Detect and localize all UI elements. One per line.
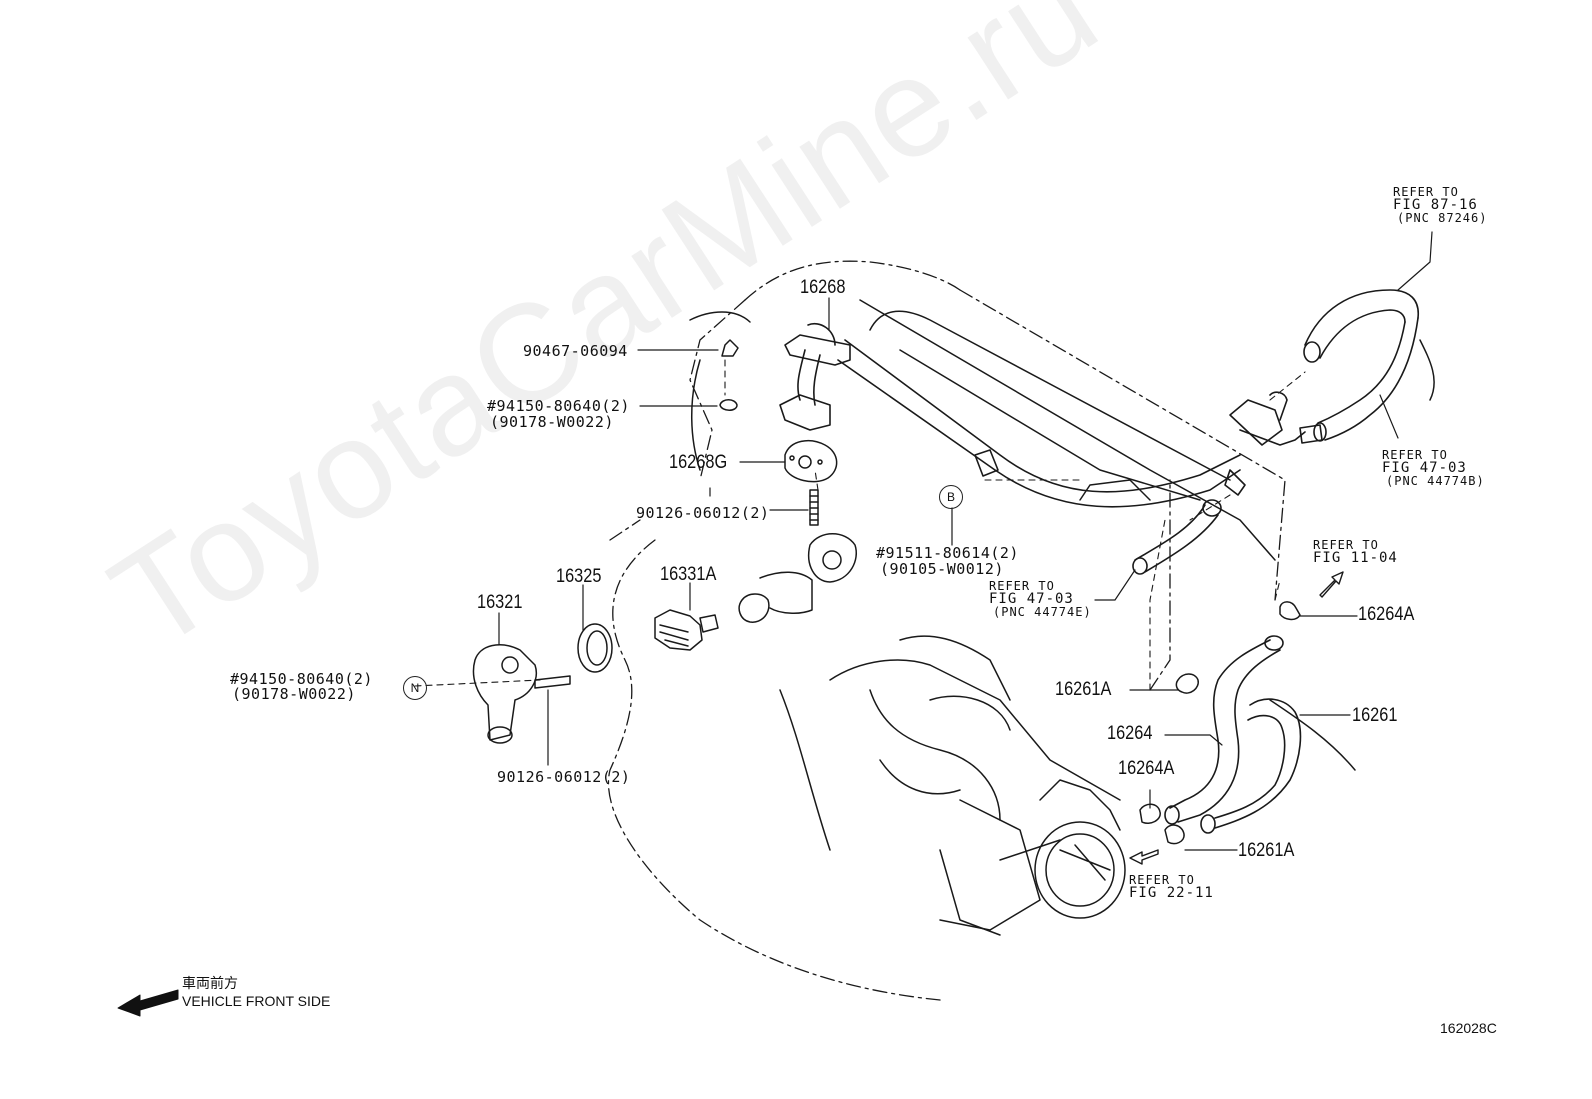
direction-arrows xyxy=(1129,571,1344,865)
label-16264A-top: 16264A xyxy=(1358,604,1415,625)
refer-line2: FIG 47-03 xyxy=(1382,460,1467,476)
refer-line2: FIG 11-04 xyxy=(1313,550,1398,566)
gasket-16268G xyxy=(719,339,838,526)
refer-line1: REFER TO xyxy=(1129,873,1195,887)
refer-line1: REFER TO xyxy=(1313,538,1379,552)
dashed-guides xyxy=(414,359,1306,691)
label-90105-w0012: (90105-W0012) xyxy=(880,560,1004,578)
vehicle-front-arrow xyxy=(117,989,179,1017)
refer-line3: (PNC 44774B) xyxy=(1386,474,1485,488)
label-90126-06012-top: 90126-06012(2) xyxy=(636,504,770,522)
refer-line1: REFER TO xyxy=(1393,185,1459,199)
refer-fig-47-03-e: REFER TO FIG 47-03 (PNC 44774E) xyxy=(989,580,1092,619)
label-90178-w0022-top: (90178-W0022) xyxy=(490,413,614,431)
hose-clamps xyxy=(1139,601,1301,845)
refer-line2: FIG 22-11 xyxy=(1129,885,1214,901)
label-16261A-bottom: 16261A xyxy=(1238,840,1295,861)
heater-hoses xyxy=(1132,289,1419,834)
label-90178-w0022-left: (90178-W0022) xyxy=(232,685,356,703)
label-16325: 16325 xyxy=(556,566,602,587)
refer-line1: REFER TO xyxy=(1382,448,1448,462)
label-16321: 16321 xyxy=(477,592,523,613)
label-94150-80640-top: #94150-80640(2) xyxy=(487,397,630,415)
marker-n: N xyxy=(403,676,427,700)
label-16264: 16264 xyxy=(1107,723,1153,744)
leader-lines xyxy=(498,231,1433,851)
label-16261A-mid: 16261A xyxy=(1055,679,1112,700)
refer-fig-87-16: REFER TO FIG 87-16 (PNC 87246) xyxy=(1393,186,1487,225)
refer-fig-47-03-b: REFER TO FIG 47-03 (PNC 44774B) xyxy=(1382,449,1485,488)
label-16261: 16261 xyxy=(1352,705,1398,726)
label-94150-80640-left: #94150-80640(2) xyxy=(230,670,373,688)
bypass-pipe xyxy=(779,323,1306,508)
engine-outline xyxy=(607,260,1286,1001)
drawing-code: 162028C xyxy=(1440,1020,1497,1036)
label-90126-06012-bottom: 90126-06012(2) xyxy=(497,768,631,786)
label-16264A-bottom: 16264A xyxy=(1118,758,1175,779)
refer-line1: REFER TO xyxy=(989,579,1055,593)
label-90467-06094: 90467-06094 xyxy=(523,342,628,360)
refer-fig-11-04: REFER TO FIG 11-04 xyxy=(1313,538,1398,566)
refer-line2: FIG 87-16 xyxy=(1393,197,1478,213)
label-16331A: 16331A xyxy=(660,564,717,585)
refer-line3: (PNC 87246) xyxy=(1397,211,1488,225)
vehicle-front-en: VEHICLE FRONT SIDE xyxy=(182,993,331,1009)
label-91511-80614: #91511-80614(2) xyxy=(876,544,1019,562)
refer-line2: FIG 47-03 xyxy=(989,591,1074,607)
label-16268G: 16268G xyxy=(669,452,728,473)
marker-b: B xyxy=(939,485,963,509)
thermostat-housing xyxy=(472,533,857,744)
refer-fig-22-11: REFER TO FIG 22-11 xyxy=(1129,873,1214,901)
refer-line3: (PNC 44774E) xyxy=(993,605,1092,619)
vehicle-front-jp: 車両前方 xyxy=(182,975,238,991)
label-16268: 16268 xyxy=(800,277,846,298)
